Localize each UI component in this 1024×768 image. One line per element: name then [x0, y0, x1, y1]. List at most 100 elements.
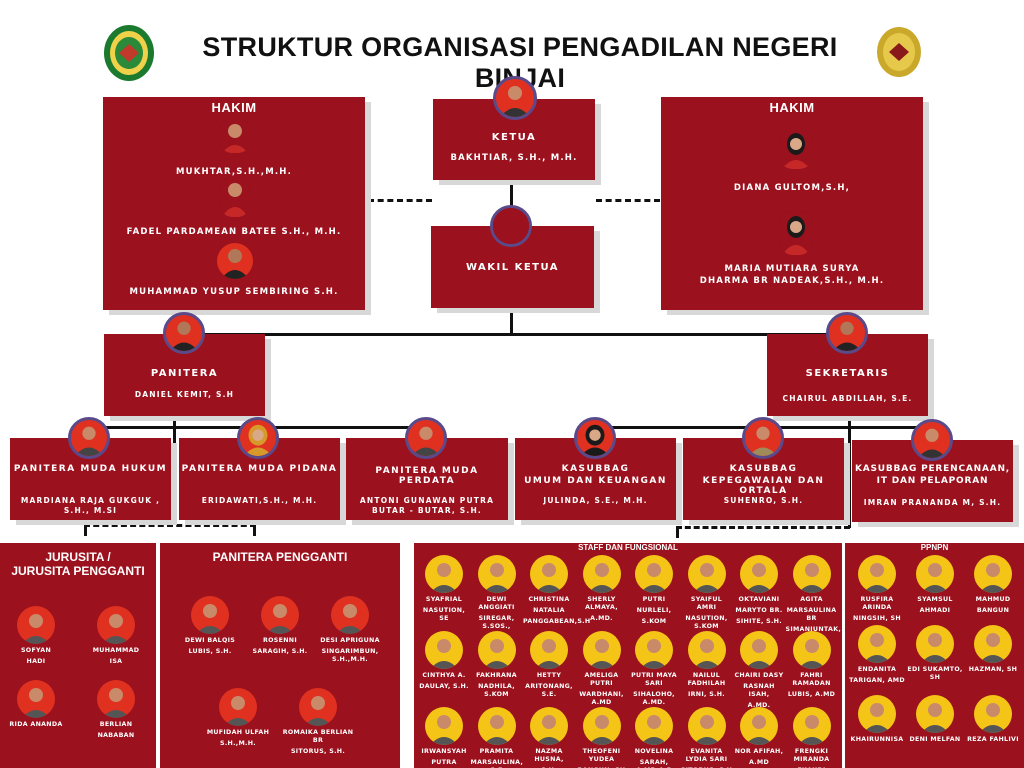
- person-name-line: FAKHRANA: [476, 672, 517, 679]
- person-photo-icon: [687, 555, 726, 593]
- jurusita-header-line2: JURUSITA PENGGANTI: [11, 564, 145, 578]
- person-name-line: IRWANSYAH: [421, 748, 467, 755]
- person-name-line: SINGARIMBUN, S.H.,M.H.: [321, 648, 379, 663]
- person-name-line: ARITONANG, S.E.: [525, 683, 573, 698]
- hakim-left-header: HAKIM: [211, 100, 257, 115]
- person-name-line: SOFYAN: [20, 647, 52, 654]
- ppnpn-member: REZA FAHLIVI: [964, 695, 1022, 744]
- person-name-line: MAHMUD: [975, 596, 1011, 603]
- hakim-2-name: FADEL PARDAMEAN BATEE S.H., M.H.: [126, 227, 342, 237]
- person-photo-icon: [916, 695, 954, 733]
- person-name-line: AMELIGA PUTRI: [584, 672, 619, 687]
- hakim-3-avatar: [217, 243, 253, 279]
- person-name-line: MARSAULINA BR: [786, 607, 837, 622]
- person-name-line: CINTHYA A.: [422, 672, 466, 679]
- hakim-4-name: DIANA GULTOM,S.H,: [733, 183, 851, 193]
- unit-name-line2: S.H., M.SI: [63, 506, 118, 515]
- person-photo-icon: [687, 707, 726, 745]
- person-name-line: DENI MELFAN: [909, 736, 961, 743]
- person-name-line: SIHALOHO, A.MD.: [633, 691, 675, 706]
- person-name-line: BERLIAN: [99, 721, 133, 728]
- person-photo-icon: [635, 555, 673, 593]
- person-name-line: A.MD.: [590, 615, 613, 622]
- hakim-left-box: HAKIM MUKHTAR,S.H.,M.H. FADEL PARDAMEAN …: [103, 97, 365, 310]
- person-name-line: NABABAN: [97, 732, 135, 739]
- unit-title: PANITERA MUDA PIDANA: [181, 464, 338, 474]
- sekretaris-avatar: [826, 312, 868, 354]
- hakim-right-header: HAKIM: [769, 100, 815, 115]
- person-name-line: HADI: [26, 658, 46, 665]
- unit-avatar-kepegawaian: [742, 417, 784, 459]
- wakil-ketua-avatar: [490, 205, 532, 247]
- person-photo-icon: [687, 631, 726, 669]
- person-name-line: NADHILA, S.KOM: [478, 683, 515, 698]
- person-photo-icon: [582, 555, 621, 593]
- unit-name-line1: MARDIANA RAJA GUKGUK ,: [20, 496, 161, 505]
- person-photo-icon: [97, 606, 135, 644]
- person-name-line: REZA FAHLIVI: [967, 736, 1019, 743]
- sekretaris-box: SEKRETARIS CHAIRUL ABDILLAH, S.E.: [767, 334, 928, 416]
- hakim-5-name-line2: DHARMA BR NADEAK,S.H., M.H.: [699, 276, 885, 286]
- ppnpn-member: HAZMAN, SH: [964, 625, 1022, 674]
- person-name-line: A.MD.: [747, 702, 771, 709]
- unit-name-line1: SUHENRO, S.H.: [723, 496, 804, 505]
- person-name-line: IRNI, S.H.: [688, 691, 725, 698]
- hakim-1-name: MUKHTAR,S.H.,M.H.: [175, 167, 293, 177]
- person-photo-icon: [582, 631, 621, 669]
- person-name-line: ROSENNI: [262, 637, 298, 644]
- person-name-line: MARSAULINA, S.E: [470, 759, 524, 768]
- person-photo-icon: [17, 680, 55, 718]
- court-logo-icon: [103, 24, 155, 82]
- person-name-line: TARIGAN, AMD: [849, 677, 905, 684]
- unit-name-line1: ERIDAWATI,S.H., M.H.: [201, 496, 318, 505]
- person-name-line: DEWI BALQIS: [184, 637, 236, 644]
- person-name-line: S.KOM: [641, 618, 667, 625]
- person-name-line: THEOFENI YUDEA: [582, 748, 621, 763]
- person-photo-icon: [858, 625, 896, 663]
- sekretaris-name: CHAIRUL ABDILLAH, S.E.: [782, 394, 913, 403]
- person-name-line: ISA: [109, 658, 123, 665]
- person-name-line: NASUTION, SE: [422, 607, 466, 622]
- wakil-ketua-title: WAKIL KETUA: [465, 262, 560, 273]
- person-photo-icon: [530, 555, 568, 593]
- staff-member: SHERLY ALMAYA, A.MD.: [576, 555, 628, 623]
- person-name-line: S.H.,M.H.: [219, 740, 256, 747]
- unit-name-line1: IMRAN PRANANDA M, S.H.: [863, 498, 1002, 507]
- person-name-line: CHRISTINA: [528, 596, 570, 603]
- person-photo-icon: [299, 688, 337, 726]
- person-name-line: NASUTION, S.KOM: [685, 615, 728, 630]
- unit-title: PANITERA MUDA HUKUM: [13, 464, 168, 474]
- person-name-line: HAZMAN, SH: [968, 666, 1018, 673]
- person-name-line: SYAFRIAL: [425, 596, 463, 603]
- pengganti-panel: PANITERA PENGGANTI: [160, 543, 400, 768]
- person-photo-icon: [530, 707, 568, 745]
- person-name-line: A.MD: [748, 759, 770, 766]
- panitera-title: PANITERA: [150, 368, 219, 379]
- person-name-line: CHAIRI DASY: [734, 672, 784, 679]
- unit-title-line1: KASUBBAG: [561, 464, 630, 474]
- person-name-line: RUSFIRA ARINDA: [860, 596, 894, 611]
- person-name-line: AGITA: [800, 596, 823, 603]
- person-name-line: SITORUS, S.H.: [290, 748, 346, 755]
- person-photo-icon: [17, 606, 55, 644]
- unit-name-line1: ANTONI GUNAWAN PUTRA: [359, 496, 495, 505]
- person-name-line: SHERLY ALMAYA,: [585, 596, 618, 611]
- jurusita-member: SOFYAN HADI: [6, 606, 66, 666]
- ketua-title: KETUA: [491, 132, 537, 143]
- person-name-line: FRENGKI MIRANDA: [793, 748, 830, 763]
- person-name-line: LUBIS, A.MD: [787, 691, 836, 698]
- person-photo-icon: [635, 631, 673, 669]
- unit-avatar-umum-keuangan: [574, 417, 616, 459]
- person-photo-icon: [425, 555, 463, 593]
- person-name-line: PRAMITA: [479, 748, 514, 755]
- person-photo-icon: [261, 596, 299, 634]
- ketua-avatar: [493, 76, 537, 120]
